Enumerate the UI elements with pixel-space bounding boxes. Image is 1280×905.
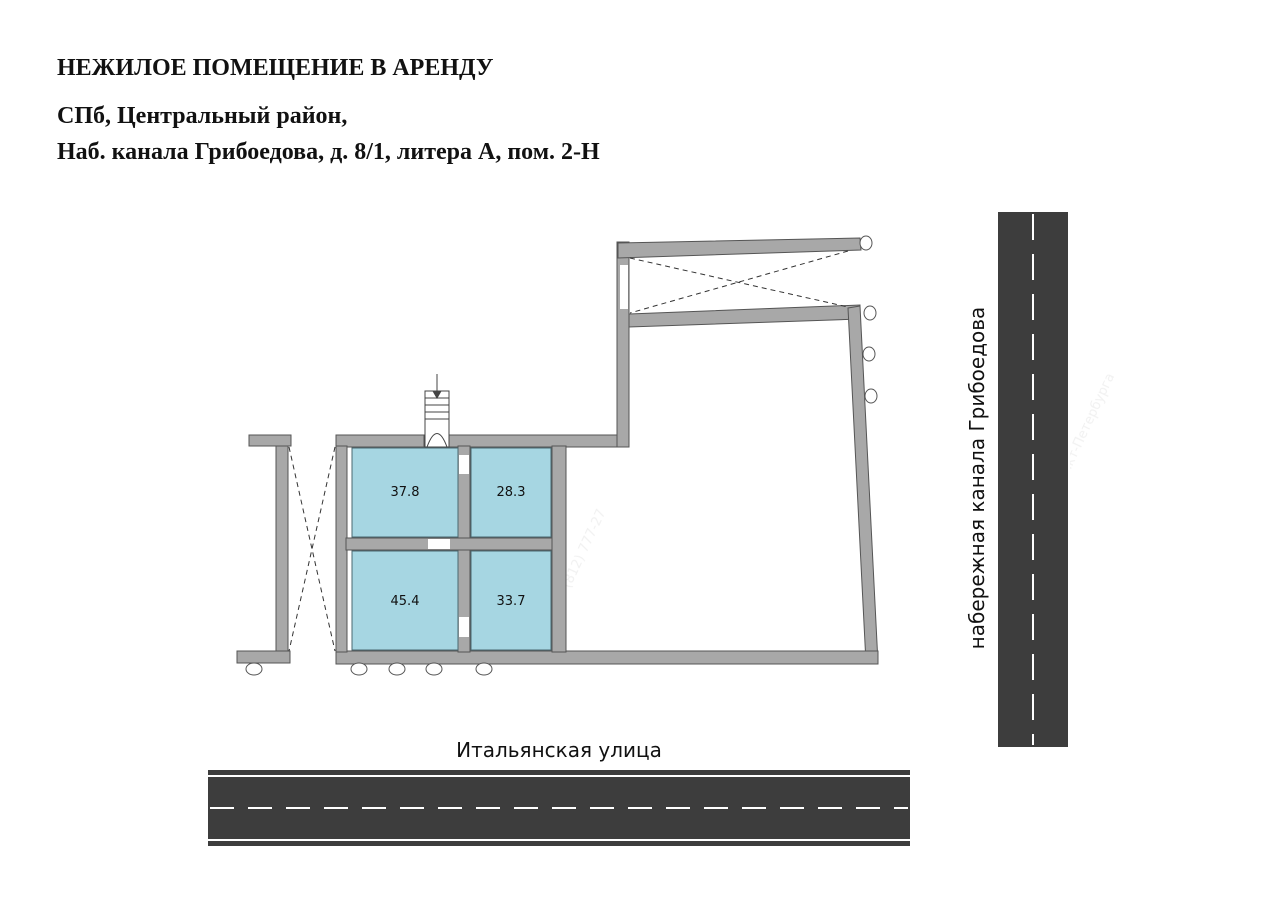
wall-annex-bottom xyxy=(236,650,291,664)
window-upper-left xyxy=(620,265,628,309)
wall-upper-mid xyxy=(628,304,861,328)
door-3 xyxy=(459,617,469,637)
wall-upper-top xyxy=(617,237,862,259)
drainpipe xyxy=(864,388,878,404)
door-1 xyxy=(459,455,469,474)
room-4-area: 33.7 xyxy=(497,594,526,609)
room-3 xyxy=(351,550,459,651)
page-title: НЕЖИЛОЕ ПОМЕЩЕНИЕ В АРЕНДУ xyxy=(57,55,494,81)
drainpipe xyxy=(388,662,406,676)
wall-bottom xyxy=(335,650,879,665)
address-line-1: СПб, Центральный район, xyxy=(57,103,348,129)
door-openings xyxy=(428,258,858,637)
drainpipe xyxy=(859,235,873,251)
wall-top-mid xyxy=(448,434,629,448)
room-1-area: 37.8 xyxy=(391,485,420,500)
wall-main-left xyxy=(335,445,348,653)
entrance-stairs xyxy=(424,374,450,448)
street-label-right: набережная канала Грибоедова xyxy=(965,307,989,650)
title-block: НЕЖИЛОЕ ПОМЕЩЕНИЕ В АРЕНДУ СПб, Централь… xyxy=(57,50,600,170)
wall-top-left xyxy=(335,434,425,448)
light-well-left xyxy=(288,446,336,652)
room-1 xyxy=(351,447,459,538)
light-well-upper xyxy=(629,250,849,314)
wall-right-slant xyxy=(847,305,879,664)
road-right xyxy=(996,212,1070,747)
wall-annex-left xyxy=(275,445,289,652)
room-3-area: 45.4 xyxy=(391,594,420,609)
stairs-arrow-icon xyxy=(432,390,442,400)
drainpipe xyxy=(475,662,493,676)
drainpipes xyxy=(245,235,878,676)
door-2 xyxy=(428,539,450,549)
drainpipe xyxy=(863,305,877,321)
road-bottom xyxy=(208,770,910,846)
drainpipe xyxy=(350,662,368,676)
address-line-2: Наб. канала Грибоедова, д. 8/1, литера А… xyxy=(57,139,600,165)
drainpipe xyxy=(862,346,876,362)
wall-right-of-rooms xyxy=(551,445,567,653)
walls xyxy=(236,237,879,665)
room-2-area: 28.3 xyxy=(497,485,526,500)
drainpipe xyxy=(425,662,443,676)
drainpipe xyxy=(245,662,263,676)
room-2 xyxy=(470,447,552,538)
wall-annex-top xyxy=(248,434,292,447)
window-upper-right xyxy=(850,258,858,302)
street-label-bottom: Итальянская улица xyxy=(456,738,662,762)
rooms xyxy=(351,447,552,651)
room-4 xyxy=(470,550,552,651)
